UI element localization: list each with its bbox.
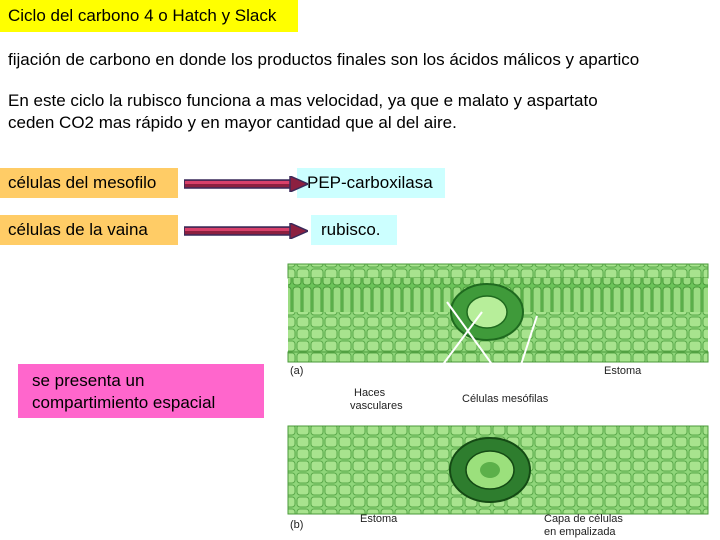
rubisco-box: rubisco. [311,215,397,245]
page-title: Ciclo del carbono 4 o Hatch y Slack [0,0,298,32]
explanation-line-1: En este ciclo la rubisco funciona a mas … [8,91,598,110]
label-b: (b) [290,519,303,531]
estoma-label-a: Estoma [604,365,642,377]
compartimiento-box: se presenta un compartimiento espacial [18,364,264,418]
definition-line: fijación de carbono en donde los product… [8,50,640,69]
haces-label-line-1: Haces [354,387,386,399]
panel-b [287,425,709,515]
explanation-line-2: ceden CO2 mas rápido y en mayor cantidad… [8,113,457,132]
estoma-label-b: Estoma [360,513,398,525]
arrow-right-icon [184,223,308,239]
leaf-cross-section-figure: (a) Estoma Haces vasculares Células mesó… [287,263,709,538]
capa-label-line-2: en empalizada [544,526,616,538]
panel-a [287,263,709,363]
compartimiento-line-1: se presenta un [32,371,145,390]
celulas-mesofilas-label: Células mesófilas [462,393,549,405]
compartimiento-line-2: compartimiento espacial [32,393,216,412]
explanation-paragraph: En este ciclo la rubisco funciona a mas … [8,90,668,134]
label-a: (a) [290,365,303,377]
capa-label-line-1: Capa de células [544,513,623,525]
pep-carboxilasa-box: PEP-carboxilasa [297,168,445,198]
mesofilo-box: células del mesofilo [0,168,178,198]
haces-label-line-2: vasculares [350,400,403,412]
arrow-right-icon [184,176,308,192]
vaina-box: células de la vaina [0,215,178,245]
